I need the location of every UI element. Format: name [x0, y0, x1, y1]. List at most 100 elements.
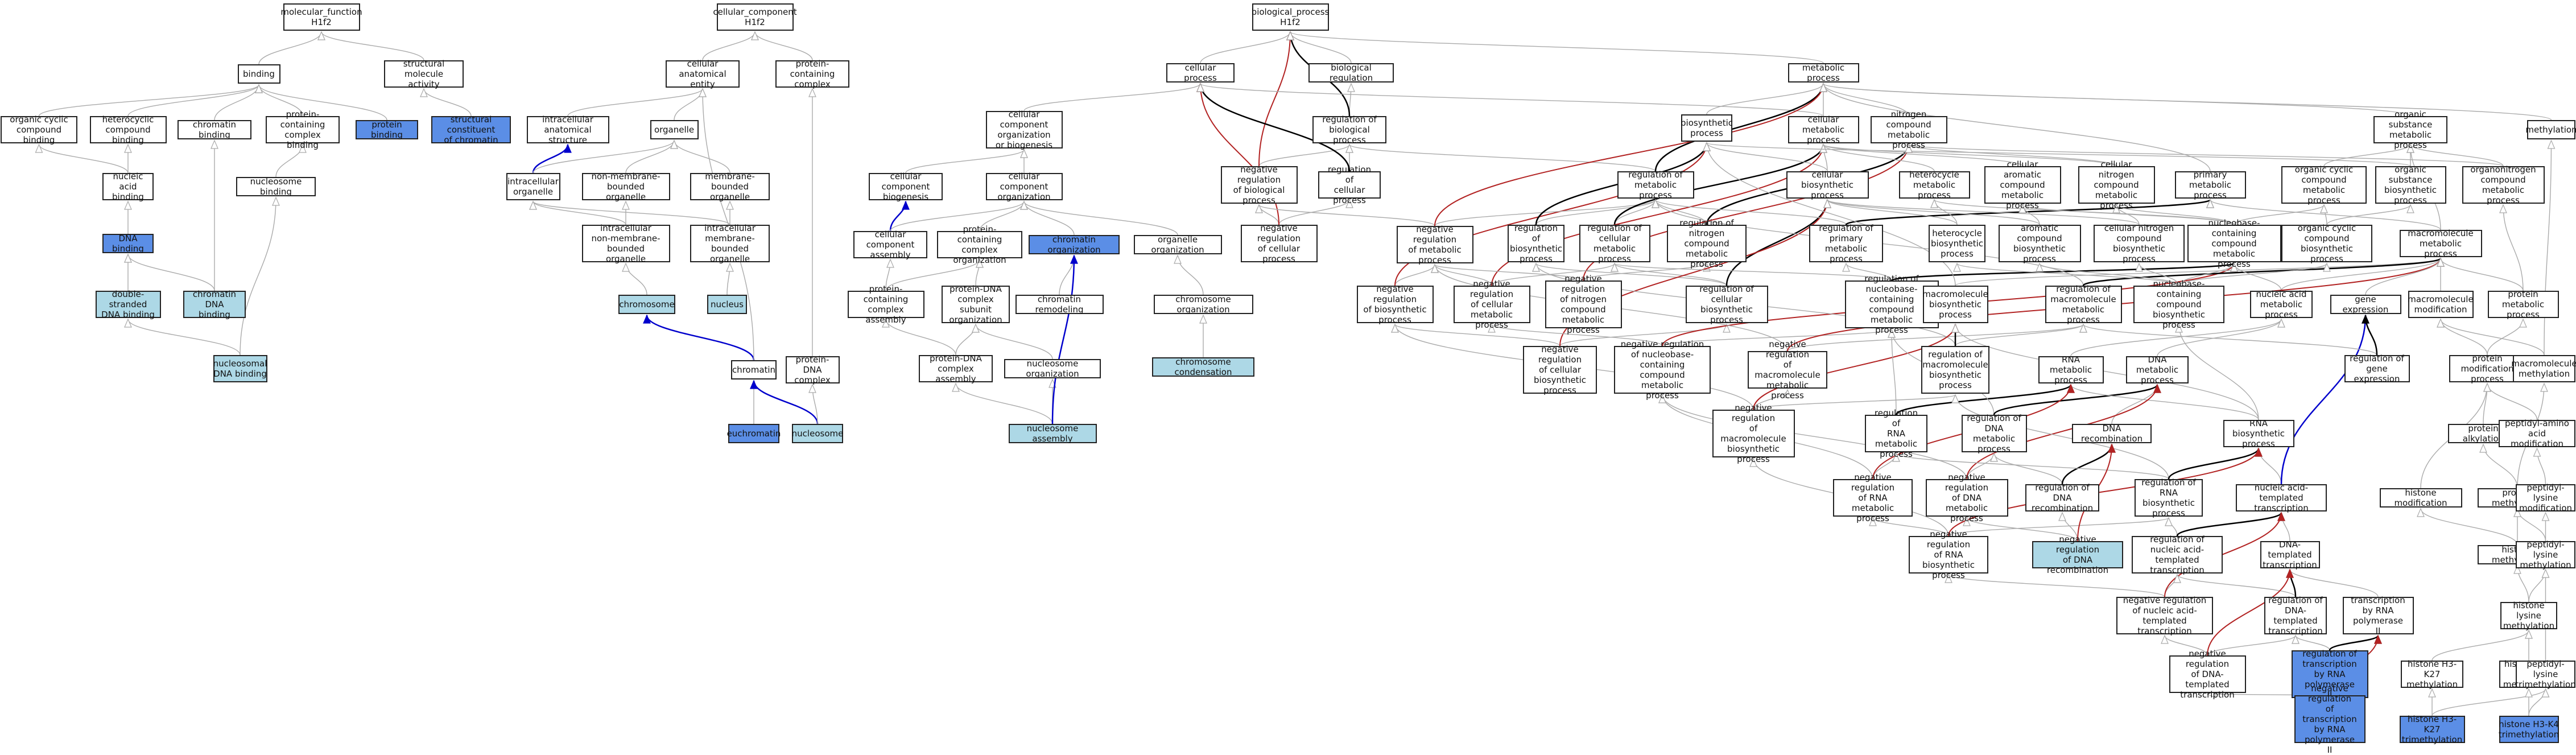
term-cncmp[interactable]: cellular nitrogen compound metabolic pro…	[2078, 159, 2155, 211]
term-regdnatrans[interactable]: regulation of DNA-templated transcriptio…	[2264, 595, 2327, 636]
term-reggeneexp[interactable]: regulation of gene expression	[2344, 353, 2410, 384]
term-biosyn[interactable]: biosynthetic process	[1681, 114, 1733, 142]
term-pccassem[interactable]: protein-containing complex assembly	[847, 284, 924, 325]
term-nrcmp[interactable]: negative regulation of cellular metaboli…	[1453, 279, 1530, 330]
term-regcbp[interactable]: regulation of cellular biosynthetic proc…	[1685, 284, 1768, 325]
term-chromb[interactable]: chromatin binding	[177, 119, 251, 140]
term-geneexp[interactable]: gene expression	[2330, 294, 2401, 315]
term-regcp[interactable]: regulation of cellular process	[1318, 164, 1381, 205]
term-nbcmp[interactable]: nucleobase-containing compound metabolic…	[2187, 218, 2281, 269]
term-mmmeth[interactable]: macromolecule methylation	[2511, 355, 2576, 382]
term-nmbo[interactable]: non-membrane-bounded organelle	[581, 171, 670, 202]
term-histmod[interactable]: histone modification	[2379, 488, 2462, 508]
term-cbp[interactable]: cellular biosynthetic process	[1786, 170, 1869, 200]
term-nratrans[interactable]: nucleic acid-templated transcription	[2236, 482, 2327, 513]
term-chromosome[interactable]: chromosome	[618, 295, 675, 314]
term-nrncmp[interactable]: negative regulation of nitrogen compound…	[1545, 274, 1622, 335]
term-regpmp[interactable]: regulation of primary metabolic process	[1809, 223, 1883, 264]
term-namp[interactable]: nucleic acid metabolic process	[2250, 289, 2313, 320]
term-cdna[interactable]: chromatin DNA binding	[183, 289, 246, 320]
term-ocmp[interactable]: organic cyclic compound metabolic proces…	[2281, 164, 2367, 205]
term-cmp[interactable]: cellular metabolic process	[1787, 114, 1859, 145]
term-cacmp[interactable]: cellular aromatic compound metabolic pro…	[1984, 159, 2061, 211]
term-mmbp[interactable]: macromolecule biosynthetic process	[1922, 286, 1988, 323]
term-nrcp[interactable]: negative regulation of cellular process	[1240, 223, 1318, 264]
term-h3k27t[interactable]: histone H3-K27 trimethylation	[2399, 714, 2465, 745]
term-regdnamp[interactable]: regulation of DNA metabolic process	[1961, 413, 2027, 454]
term-mmmp[interactable]: macromolecule metabolic process	[2399, 228, 2482, 259]
term-protb[interactable]: protein binding	[356, 119, 418, 140]
term-regmmmp[interactable]: regulation of macromolecule metabolic pr…	[2045, 284, 2122, 325]
term-binding[interactable]: binding	[237, 64, 280, 84]
term-nrnbcmp[interactable]: negative regulation of nucleobase-contai…	[1614, 339, 1711, 401]
term-nrmp[interactable]: negative regulation of metabolic process	[1396, 224, 1473, 265]
term-chrcond[interactable]: chromosome condensation	[1152, 357, 1254, 377]
term-regmp[interactable]: regulation of metabolic process	[1617, 170, 1694, 200]
term-sma[interactable]: structural molecule activity	[384, 59, 464, 89]
term-mp[interactable]: metabolic process	[1787, 63, 1859, 83]
term-ccob[interactable]: cellular component organization or bioge…	[985, 109, 1063, 150]
term-bp[interactable]: biological_process H1f2	[1252, 3, 1329, 31]
term-pccb[interactable]: protein-containing complex binding	[266, 109, 340, 150]
term-organelle[interactable]: organelle	[650, 120, 699, 139]
term-dnarec[interactable]: DNA recombination	[2072, 423, 2152, 444]
term-cc[interactable]: cellular_component H1f2	[713, 3, 797, 31]
term-chromrem[interactable]: chromatin remodeling	[1015, 294, 1104, 315]
term-nucleosome[interactable]: nucleosome	[792, 424, 843, 443]
term-imbo[interactable]: intracellular membrane-bounded organelle	[690, 223, 770, 264]
term-transrnap[interactable]: transcription by RNA polymerase II	[2342, 595, 2414, 636]
term-pdnac[interactable]: protein-DNA complex	[785, 354, 840, 385]
term-rnamp[interactable]: RNA metabolic process	[2038, 354, 2104, 385]
term-nucdna[interactable]: nucleosomal DNA binding	[213, 355, 267, 382]
term-regrnamp[interactable]: regulation of RNA metabolic process	[1865, 408, 1927, 459]
term-rnabp[interactable]: RNA biosynthetic process	[2223, 418, 2294, 449]
term-nrbiosyn[interactable]: negative regulation of biosynthetic proc…	[1356, 284, 1434, 325]
term-regmmbp[interactable]: regulation of macromolecule biosynthetic…	[1921, 346, 1989, 394]
term-ias[interactable]: intracellular anatomical structure	[526, 114, 609, 145]
term-breg[interactable]: biological regulation	[1308, 63, 1394, 83]
term-pdnasub[interactable]: protein-DNA complex subunit organization	[942, 284, 1010, 325]
term-dnab[interactable]: DNA binding	[102, 233, 154, 254]
term-nrtransrnap[interactable]: negative regulation of transcription by …	[2294, 683, 2366, 755]
term-nrmmmp[interactable]: negative regulation of macromolecule met…	[1748, 339, 1827, 401]
term-pccorg[interactable]: protein-containing complex organization	[937, 224, 1022, 265]
term-pdnaassem[interactable]: protein-DNA complex assembly	[919, 353, 993, 384]
term-nab[interactable]: nucleic acid binding	[102, 171, 154, 202]
term-scc[interactable]: structural constituent of chromatin	[431, 114, 511, 145]
term-nrmmbp[interactable]: negative regulation of macromolecule bio…	[1712, 403, 1795, 464]
term-mbo[interactable]: membrane-bounded organelle	[690, 171, 770, 202]
term-nucb[interactable]: nucleosome binding	[236, 176, 316, 197]
term-chromatin[interactable]: chromatin	[731, 360, 777, 379]
term-inmbo[interactable]: intracellular non-membrane-bounded organ…	[581, 223, 670, 264]
term-h3k4t[interactable]: histone H3-K4 trimethylation	[2499, 716, 2559, 743]
term-protmp[interactable]: protein metabolic process	[2487, 289, 2559, 320]
term-nrrnamp[interactable]: negative regulation of RNA metabolic pro…	[1833, 472, 1913, 523]
term-pmp[interactable]: primary metabolic process	[2174, 170, 2246, 200]
term-mmmod[interactable]: macromolecule modification	[2408, 291, 2474, 318]
term-ocb[interactable]: organic cyclic compound binding	[1, 114, 77, 145]
term-nrdnatrans[interactable]: negative regulation of DNA-templated tra…	[2169, 649, 2246, 700]
term-osbp[interactable]: organic substance biosynthetic process	[2375, 164, 2446, 205]
term-chrsorg[interactable]: chromosome organization	[1153, 294, 1253, 315]
term-cae[interactable]: cellular anatomical entity	[666, 59, 740, 89]
term-acbp[interactable]: aromatic compound biosynthetic process	[1998, 223, 2081, 264]
term-plysmeth[interactable]: peptidyl-lysine methylation	[2516, 539, 2575, 570]
term-h3k27m[interactable]: histone H3-K27 methylation	[2401, 659, 2463, 690]
term-methylation[interactable]: methylation	[2525, 120, 2576, 139]
term-nrrnabp[interactable]: negative regulation of RNA biosynthetic …	[1909, 529, 1988, 580]
term-regrnabp[interactable]: regulation of RNA biosynthetic process	[2135, 477, 2203, 518]
term-regcmp[interactable]: regulation of cellular metabolic process	[1579, 223, 1650, 264]
term-hmp[interactable]: heterocycle metabolic process	[1898, 170, 1970, 200]
term-nrbp[interactable]: negative regulation of biological proces…	[1220, 164, 1298, 205]
term-nrdnamp[interactable]: negative regulation of DNA metabolic pro…	[1925, 472, 2008, 523]
term-cco[interactable]: cellular component organization	[985, 171, 1063, 202]
term-nucleus[interactable]: nucleus	[707, 295, 747, 314]
term-hlysmeth[interactable]: histone lysine methylation	[2500, 600, 2557, 631]
term-cncbp[interactable]: cellular nitrogen compound biosynthetic …	[2094, 223, 2185, 264]
term-pcc[interactable]: protein-containing complex	[775, 59, 849, 89]
term-hcb[interactable]: heterocyclic compound binding	[89, 114, 167, 145]
term-regbiosyn[interactable]: regulation of biosynthetic process	[1508, 223, 1564, 264]
term-regncmp[interactable]: regulation of nitrogen compound metaboli…	[1667, 218, 1747, 269]
term-regbp[interactable]: regulation of biological process	[1312, 114, 1386, 145]
term-hbp[interactable]: heterocycle biosynthetic process	[1929, 225, 1985, 262]
